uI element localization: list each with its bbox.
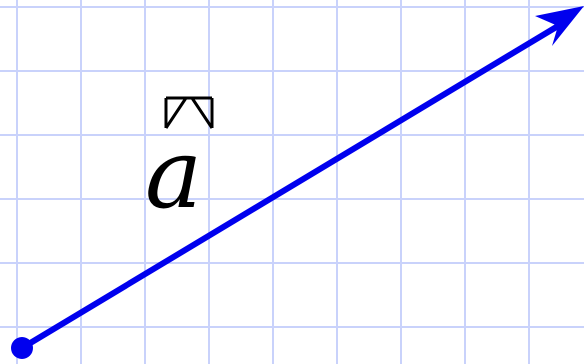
vector-label: a	[145, 118, 202, 230]
vector-arrowhead	[535, 6, 584, 46]
vector-arrow-icon	[164, 96, 214, 129]
vector-start-point	[11, 337, 33, 359]
vector-line	[19, 23, 561, 351]
